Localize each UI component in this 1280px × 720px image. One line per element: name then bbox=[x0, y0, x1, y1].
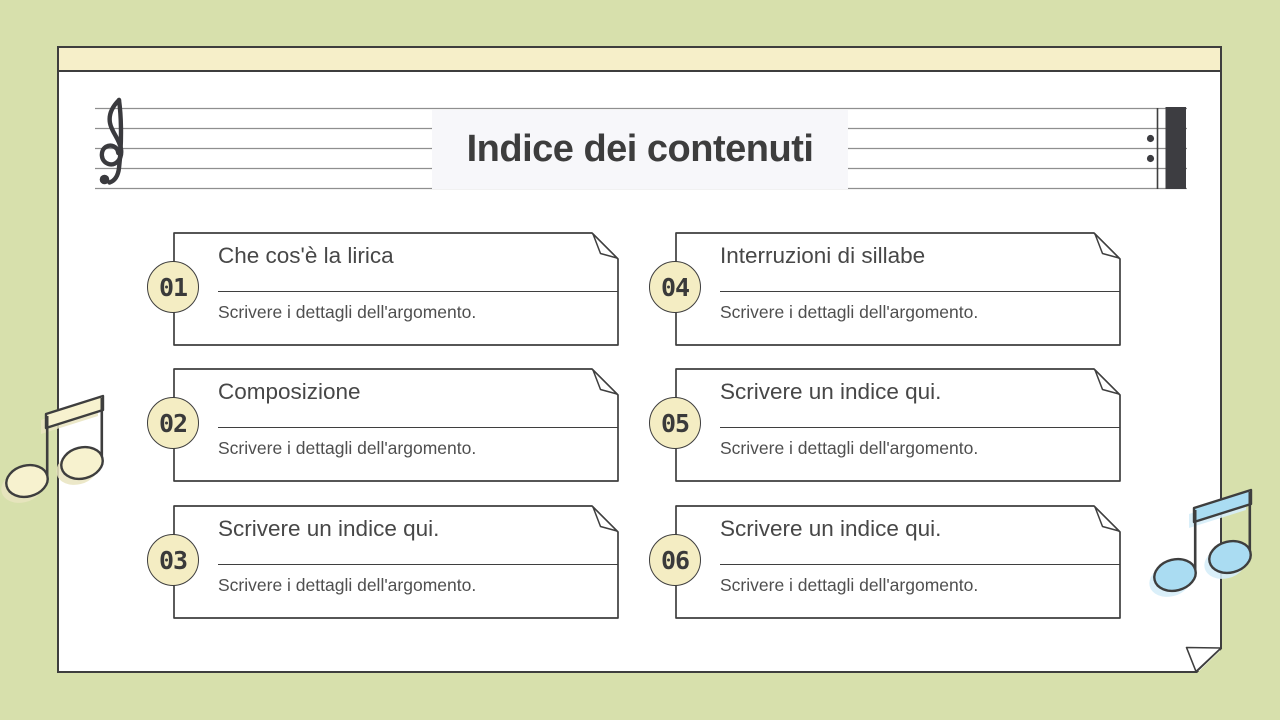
note-paper-shape bbox=[173, 232, 619, 346]
note-paper-shape bbox=[173, 368, 619, 482]
divider bbox=[218, 291, 618, 292]
note-paper-shape bbox=[675, 232, 1121, 346]
divider bbox=[720, 427, 1120, 428]
item-number-badge: 01 bbox=[147, 261, 199, 313]
item-number-badge: 02 bbox=[147, 397, 199, 449]
divider bbox=[218, 564, 618, 565]
folded-corner-icon bbox=[1094, 369, 1120, 395]
item-description[interactable]: Scrivere i dettagli dell'argomento. bbox=[720, 575, 979, 595]
folded-corner-icon bbox=[592, 233, 618, 259]
divider bbox=[218, 427, 618, 428]
note-paper-shape bbox=[675, 368, 1121, 482]
item-title[interactable]: Che cos'è la lirica bbox=[218, 243, 394, 268]
folded-corner-icon bbox=[592, 369, 618, 395]
toc-card-5[interactable]: 05 Scrivere un indice qui. Scrivere i de… bbox=[649, 368, 1121, 482]
item-title[interactable]: Composizione bbox=[218, 379, 361, 404]
item-description[interactable]: Scrivere i dettagli dell'argomento. bbox=[218, 438, 477, 458]
toc-card-2[interactable]: 02 Composizione Scrivere i dettagli dell… bbox=[147, 368, 619, 482]
note-paper-shape bbox=[173, 505, 619, 619]
page-title[interactable]: Indice dei contenuti bbox=[466, 128, 814, 170]
item-title[interactable]: Scrivere un indice qui. bbox=[218, 516, 440, 541]
toc-card-6[interactable]: 06 Scrivere un indice qui. Scrivere i de… bbox=[649, 505, 1121, 619]
item-description[interactable]: Scrivere i dettagli dell'argomento. bbox=[218, 575, 477, 595]
toc-card-4[interactable]: 04 Interruzioni di sillabe Scrivere i de… bbox=[649, 232, 1121, 346]
title-panel: Indice dei contenuti bbox=[432, 110, 848, 189]
item-title[interactable]: Scrivere un indice qui. bbox=[720, 516, 942, 541]
item-number-badge: 05 bbox=[649, 397, 701, 449]
item-title[interactable]: Scrivere un indice qui. bbox=[720, 379, 942, 404]
slide-top-bar bbox=[59, 48, 1220, 72]
item-title[interactable]: Interruzioni di sillabe bbox=[720, 243, 926, 268]
item-number-badge: 03 bbox=[147, 534, 199, 586]
item-number-badge: 04 bbox=[649, 261, 701, 313]
divider bbox=[720, 564, 1120, 565]
folded-corner-icon bbox=[1094, 506, 1120, 532]
folded-corner-icon bbox=[592, 506, 618, 532]
item-number-badge: 06 bbox=[649, 534, 701, 586]
item-description[interactable]: Scrivere i dettagli dell'argomento. bbox=[720, 438, 979, 458]
item-description[interactable]: Scrivere i dettagli dell'argomento. bbox=[720, 302, 979, 322]
item-description[interactable]: Scrivere i dettagli dell'argomento. bbox=[218, 302, 477, 322]
divider bbox=[720, 291, 1120, 292]
folded-corner-icon bbox=[1094, 233, 1120, 259]
toc-card-3[interactable]: 03 Scrivere un indice qui. Scrivere i de… bbox=[147, 505, 619, 619]
note-paper-shape bbox=[675, 505, 1121, 619]
toc-card-1[interactable]: 01 Che cos'è la lirica Scrivere i dettag… bbox=[147, 232, 619, 346]
